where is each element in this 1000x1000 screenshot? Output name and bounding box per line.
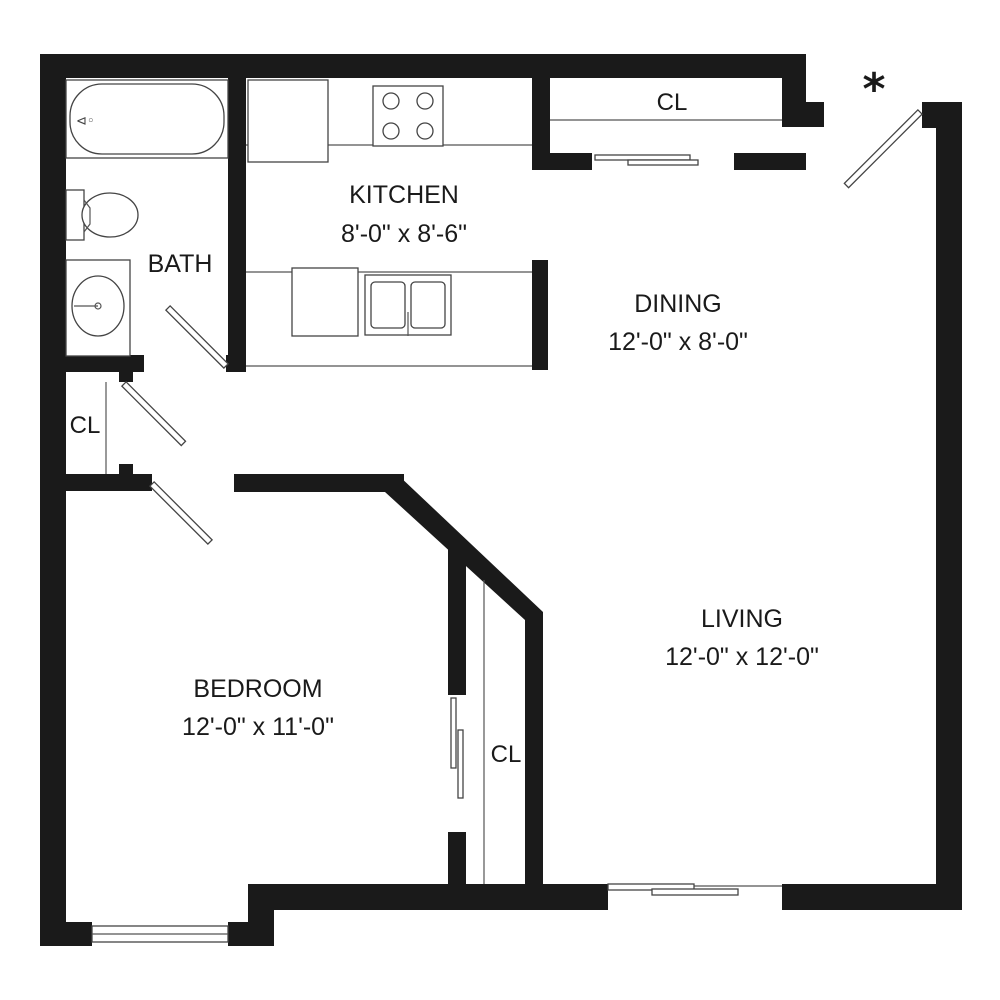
burner-icon <box>382 92 400 110</box>
burner-icon <box>416 92 434 110</box>
slider-door-living-b[interactable] <box>651 888 739 896</box>
doors <box>120 108 924 546</box>
bath-fixtures: ⊲◦ <box>65 79 229 357</box>
wall-cl-bottom-left <box>532 153 592 170</box>
toilet-bowl <box>81 192 139 238</box>
asterisk-marker: * <box>862 64 885 115</box>
kitchen-dims: 8'-0" x 8'-6" <box>341 220 467 248</box>
windows <box>91 883 782 943</box>
wall-bath-door-post <box>119 368 133 382</box>
bath-door[interactable] <box>164 304 230 370</box>
bath-name: BATH <box>148 250 213 278</box>
stove <box>372 85 444 147</box>
labels: KITCHEN 8'-0" x 8'-6" DINING 12'-0" x 8'… <box>70 64 886 768</box>
wall-bath-kitchen <box>228 54 246 372</box>
wall-hallcl-bottom <box>66 474 152 491</box>
hall-closet-door[interactable] <box>120 380 187 447</box>
faucet-icon: ⊲◦ <box>76 114 95 129</box>
wall-cl-bottom-right <box>734 153 806 170</box>
wall-bedroom-cl-lower <box>448 832 466 910</box>
wall-right-top-stub <box>922 102 962 128</box>
wall-right <box>936 102 962 910</box>
kitchen-name: KITCHEN <box>349 181 459 209</box>
bedroom-dims: 12'-0" x 11'-0" <box>182 713 334 741</box>
closet-details <box>105 119 782 884</box>
wall-kitchen-bottom-post <box>226 355 246 372</box>
living-dims: 12'-0" x 12'-0" <box>665 643 819 671</box>
closet-slider-bedroom-b[interactable] <box>457 729 464 799</box>
walls <box>40 54 962 946</box>
wall-left <box>40 54 66 946</box>
wall-top-right-stub <box>782 102 824 127</box>
wall-bottom-right <box>782 884 962 910</box>
wall-top <box>40 54 806 78</box>
closet-label-hall: CL <box>70 412 101 439</box>
wall-bedroom-cl-upper <box>448 545 466 695</box>
wall-top-right-jog <box>782 54 806 110</box>
living-name: LIVING <box>701 605 783 633</box>
wall-kitchen-peninsula <box>532 260 548 370</box>
bathtub-basin <box>69 83 225 155</box>
closet-slider-top-a[interactable] <box>594 154 691 161</box>
wall-angle-down <box>525 612 543 910</box>
wall-bath-bottom <box>66 355 144 372</box>
sink-bowl-left <box>370 281 406 329</box>
kitchen-fixtures <box>246 79 532 367</box>
wall-cl-left <box>532 54 550 170</box>
burner-icon <box>416 122 434 140</box>
closet-label-bedroom: CL <box>491 741 522 768</box>
closet-slider-bedroom-a[interactable] <box>450 697 457 769</box>
closet-label-top: CL <box>657 89 688 116</box>
wall-bottom-left <box>40 922 92 946</box>
bedroom-name: BEDROOM <box>193 675 322 703</box>
wall-bottom-center <box>248 884 608 910</box>
wall-bedroom-top <box>234 474 404 492</box>
sink-bowl-right <box>410 281 446 329</box>
burner-icon <box>382 122 400 140</box>
refrigerator <box>247 79 329 163</box>
toilet-tank <box>65 189 85 241</box>
dining-dims: 12'-0" x 8'-0" <box>608 328 748 356</box>
slider-door-living-a[interactable] <box>607 883 695 891</box>
dining-name: DINING <box>634 290 722 318</box>
bedroom-door[interactable] <box>148 480 214 546</box>
closet-slider-top-b[interactable] <box>627 159 699 166</box>
dishwasher <box>291 267 359 337</box>
wall-hallcl-post <box>119 464 133 478</box>
entry-door[interactable] <box>843 108 924 189</box>
